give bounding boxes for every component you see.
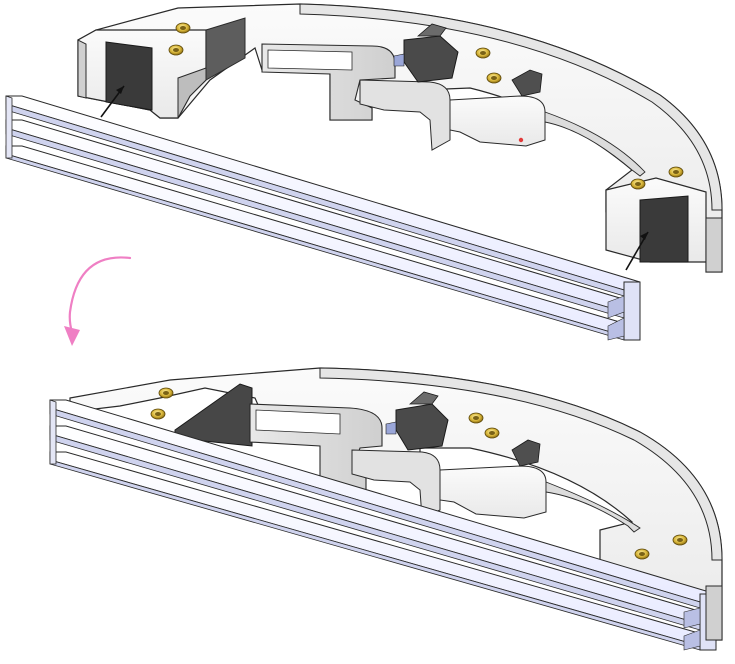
actuator-block-top: [393, 23, 459, 83]
clip-bracket-bottom: [351, 449, 441, 519]
inner-arc-wall-top: [544, 111, 646, 177]
latch-hook-top: [511, 69, 543, 97]
brass-screws-bottom: [150, 387, 688, 560]
triple-rail-bottom: [49, 399, 717, 651]
panel-after: [49, 367, 723, 651]
indicator-dot-top: [518, 137, 524, 143]
actuator-block-bottom: [385, 391, 449, 451]
curved-arrow-icon: [64, 256, 132, 346]
right-end-block-top: [605, 177, 723, 273]
inner-arc-wall-bottom: [545, 481, 641, 533]
brass-screws-top: [168, 22, 684, 190]
latch-hook-bottom: [511, 439, 541, 467]
right-end-wall-bottom: [705, 585, 723, 641]
clip-bracket-top: [359, 79, 451, 151]
triple-rail-top: [5, 95, 641, 341]
magnetic-pad-right-top: [639, 195, 689, 263]
magnetic-pad-left-top: [105, 41, 153, 111]
panel-before: [5, 3, 723, 341]
left-end-block-top: [77, 17, 246, 119]
housing-rim-bottom: [319, 367, 723, 561]
housing-rim-top: [299, 3, 723, 211]
